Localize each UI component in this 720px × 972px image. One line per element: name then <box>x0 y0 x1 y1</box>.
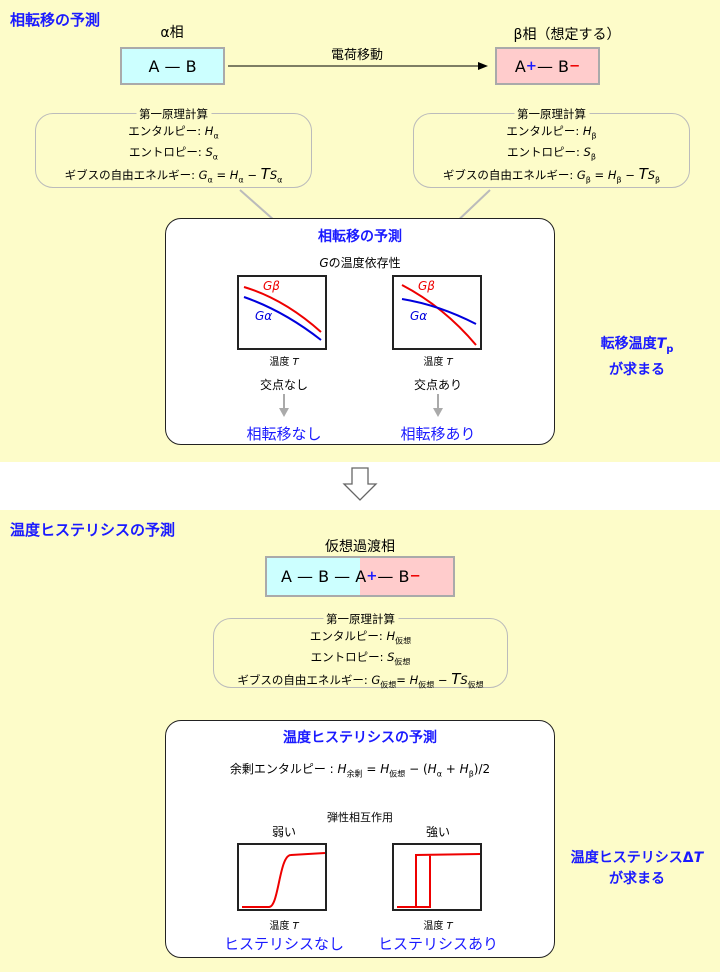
first-principles-box-alpha: 第一原理計算 エンタルピー: Hα エントロピー: Sα ギブスの自由エネルギー… <box>35 106 312 188</box>
x-axis-label: 温度 T <box>423 921 453 932</box>
no-crossing-label: 交点なし <box>259 378 309 392</box>
g-beta-label: Gβ <box>263 279 280 293</box>
plot-hysteresis <box>392 843 482 911</box>
x-axis-label: 温度 T <box>269 921 299 932</box>
gibbs-line: ギブスの自由エネルギー: G仮想= H仮想 − TS仮想 <box>237 669 484 689</box>
enthalpy-line: エンタルピー: H仮想 <box>309 629 412 646</box>
prediction-title: 相転移の予測 <box>318 229 402 245</box>
hysteresis-loop <box>397 853 481 908</box>
hysteresis-result: ヒステリシスあり <box>377 935 499 953</box>
first-principles-box-virtual: 第一原理計算 エンタルピー: H仮想 エントロピー: S仮想 ギブスの自由エネル… <box>213 611 508 689</box>
box-header: 第一原理計算 <box>323 611 398 628</box>
section-title: 相転移の予測 <box>10 11 101 29</box>
no-hysteresis-result: ヒステリシスなし <box>223 935 345 953</box>
neutral-part: A — B — <box>281 567 351 586</box>
prediction-title: 温度ヒステリシスの予測 <box>283 730 437 746</box>
plot-crossing: Gβ Gα <box>392 275 482 350</box>
g-alpha-curve <box>243 296 322 341</box>
ion-b: B <box>558 56 570 76</box>
entropy-line: エントロピー: S仮想 <box>310 650 411 667</box>
charge-transfer-label: 電荷移動 <box>330 48 384 63</box>
gibbs-line: ギブスの自由エネルギー: Gβ = Hβ − TSβ <box>442 164 661 184</box>
excess-enthalpy-formula: 余剰エンタルピー : H余剰 = H仮想 − (Hα + Hβ)/2 <box>229 762 491 779</box>
transition-result: 相転移あり <box>400 425 476 443</box>
plot-no-hysteresis <box>237 843 327 911</box>
entropy-line: エントロピー: Sβ <box>507 145 596 162</box>
elastic-interaction-label: 弾性相互作用 <box>327 811 393 824</box>
enthalpy-line: エンタルピー: Hα <box>128 124 219 141</box>
box-header: 第一原理計算 <box>136 106 211 123</box>
alpha-label: α相 <box>160 25 184 41</box>
hollow-down-arrow-icon <box>342 467 378 501</box>
g-beta-curve <box>243 286 322 333</box>
g-temperature-dependence: Gの温度依存性 <box>319 256 401 270</box>
plus-sign: + <box>525 58 537 74</box>
plot-no-crossing: Gβ Gα <box>237 275 327 350</box>
hysteresis-prediction-box <box>165 720 555 958</box>
minus-sign: − <box>569 58 581 74</box>
virtual-phase-box: A — B — A+— B− <box>265 556 455 597</box>
g-alpha-curve <box>401 298 477 325</box>
ion-a: A <box>514 56 526 76</box>
crossing-label: 交点あり <box>413 378 463 392</box>
gibbs-line: ギブスの自由エネルギー: Gα = Hα − TSα <box>64 164 283 184</box>
enthalpy-line: エンタルピー: Hβ <box>506 124 597 141</box>
first-principles-box-beta: 第一原理計算 エンタルピー: Hβ エントロピー: Sβ ギブスの自由エネルギー… <box>413 106 690 188</box>
bond: — <box>536 56 553 76</box>
phase-transition-prediction-box <box>165 218 555 445</box>
beta-phase-box: A+— B− <box>495 47 600 85</box>
g-beta-label: Gβ <box>418 279 435 293</box>
transition-curve <box>242 852 326 908</box>
no-transition-result: 相転移なし <box>246 425 322 443</box>
weak-label: 弱い <box>271 825 297 839</box>
box-header: 第一原理計算 <box>514 106 589 123</box>
entropy-line: エントロピー: Sα <box>128 145 219 162</box>
g-beta-curve <box>401 284 477 346</box>
alpha-phase-box: A — B <box>120 47 225 85</box>
virtual-phase-label: 仮想過渡相 <box>325 539 395 555</box>
g-alpha-label: Gα <box>410 309 428 323</box>
g-alpha-label: Gα <box>255 309 273 323</box>
beta-label: β相（想定する） <box>513 27 621 43</box>
section-title: 温度ヒステリシスの予測 <box>10 521 176 539</box>
strong-label: 強い <box>425 825 451 839</box>
arrow-head <box>478 62 488 70</box>
x-axis-label: 温度 T <box>423 357 453 368</box>
x-axis-label: 温度 T <box>269 357 299 368</box>
